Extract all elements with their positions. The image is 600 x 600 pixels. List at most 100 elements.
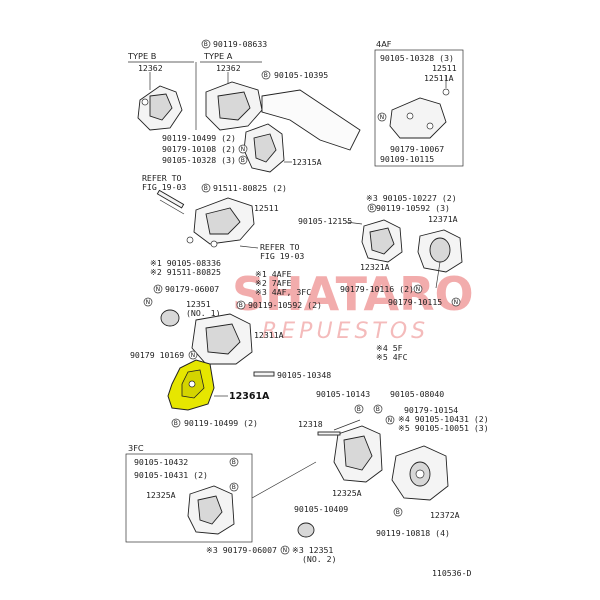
svg-text:B: B [370,205,374,212]
label-06007b: ※3 90179-06007 [206,545,277,555]
svg-text:(NO. 2): (NO. 2) [302,554,337,564]
svg-text:N: N [454,299,459,306]
notes-fc: ※4 5F ※5 4FC [376,343,408,362]
svg-text:N: N [283,547,288,554]
svg-text:90105-10409: 90105-10409 [294,504,348,514]
svg-text:90119-10499 (2): 90119-10499 (2) [184,418,258,428]
type-b-part: 12362 [138,63,163,73]
svg-text:※2 7AFE: ※2 7AFE [255,278,292,288]
type-a-part: 12362 [216,63,241,73]
svg-text:90105-10432: 90105-10432 [134,457,188,467]
svg-text:※3 90179-06007: ※3 90179-06007 [206,545,277,555]
svg-text:FIG 19-03: FIG 19-03 [142,182,186,192]
bracket-12511-illustration [186,197,255,248]
svg-text:91511-80825 (2): 91511-80825 (2) [213,183,287,193]
mount-type-b-illustration [137,72,183,131]
svg-text:B: B [174,420,178,427]
label-06007: N 90179-06007 [153,284,219,294]
part-12315a: 12315A [292,157,322,167]
label-10499b: B 90119-10499 (2) [171,418,258,428]
svg-text:B: B [204,185,208,192]
type-a-title: TYPE A [203,51,233,61]
svg-text:90105-08040: 90105-08040 [390,389,444,399]
label-312351: N ※3 12351 (NO. 2) [280,545,337,564]
svg-text:90105-12155: 90105-12155 [298,216,352,226]
svg-text:N: N [241,146,246,153]
watermark-text: SHATARO [232,267,474,321]
label-12155: 90105-12155 [298,216,363,226]
svg-text:12511: 12511 [432,63,457,73]
mount-type-a-illustration [205,72,361,151]
svg-text:90105-10328 (3): 90105-10328 (3) [162,155,236,165]
label-08040: 90105-08040 B [373,389,444,414]
label-80825: B 91511-80825 (2) [201,183,287,193]
svg-text:REFER TO: REFER TO [260,242,300,252]
svg-text:REFER TO: REFER TO [142,173,182,183]
svg-text:※1 90105-08336: ※1 90105-08336 [150,258,221,268]
svg-text:90105-10348: 90105-10348 [277,370,331,380]
label-10169: 90179 10169 N [130,350,198,360]
part-12318: 12318 [298,419,323,429]
label-10115: 90179-10115 N [388,297,461,307]
label-10328: 90105-10328 (3) B [162,155,248,165]
label-10116: 90179-10116 (2) N [340,284,423,294]
svg-text:※3 4AF, 3FC: ※3 4AF, 3FC [255,287,311,297]
svg-text:※3 12351: ※3 12351 [292,545,333,555]
svg-text:90119-10592 (2): 90119-10592 (2) [248,300,322,310]
bracket-12321a-illustration [361,219,403,263]
label-10348: 90105-10348 [253,370,331,380]
part-12372a: 12372A [430,510,460,520]
label-10431: ※4 90105-10431 (2) ※5 90105-10051 (3) [398,414,489,433]
diagram-number: 110536-D [432,568,472,578]
label-10818: B 90119-10818 (4) [376,507,450,538]
svg-text:※4 5F: ※4 5F [376,343,403,353]
svg-text:N: N [146,299,151,306]
svg-text:B: B [376,406,380,413]
label-top-b: B 90105-10395 [261,70,328,80]
svg-text:12325A: 12325A [146,490,176,500]
type-a-frame: TYPE A 12362 [200,51,262,73]
svg-text:90119-10592 (3): 90119-10592 (3) [376,203,450,213]
label-10143: 90105-10143 B [316,389,370,414]
mount-12371a-illustration [417,229,463,289]
part-12511: 12511 [254,203,279,213]
mount-12311a-illustration [191,313,253,365]
svg-text:B: B [264,72,268,79]
svg-text:4AF: 4AF [376,39,392,49]
svg-text:B: B [239,302,243,309]
svg-text:90179-10115: 90179-10115 [388,297,442,307]
label-top-a: B 90119-08633 [201,39,267,49]
svg-text:90109-10115: 90109-10115 [380,154,434,164]
svg-text:※1 4AFE: ※1 4AFE [255,269,292,279]
svg-text:N: N [191,352,196,359]
svg-text:N: N [156,286,161,293]
part-12371a: 12371A [428,214,458,224]
svg-text:90179-10108 (2): 90179-10108 (2) [162,144,236,154]
svg-text:※5 4FC: ※5 4FC [376,352,408,362]
refer-mid: REFER TO FIG 19-03 [239,242,304,261]
label-08336: ※1 90105-08336 ※2 91511-80825 [150,258,221,277]
refer-top: REFER TO FIG 19-03 [142,173,186,215]
svg-text:90105-10328 (3): 90105-10328 (3) [380,53,454,63]
highlighted-part-12361a[interactable] [167,359,215,411]
svg-text:12511A: 12511A [424,73,454,83]
svg-text:90179-06007: 90179-06007 [165,284,219,294]
svg-text:90119-10818 (4): 90119-10818 (4) [376,528,450,538]
svg-text:B: B [232,484,236,491]
part-12311a: 12311A [254,330,284,340]
svg-text:90179-10067: 90179-10067 [390,144,444,154]
frame-4af: 4AF 90105-10328 (3) 12511 12511A 90179-1… [374,39,464,167]
svg-text:※5 90105-10051 (3): ※5 90105-10051 (3) [398,423,489,433]
type-b-title: TYPE B [127,51,157,61]
part-12325a: 12325A [332,488,362,498]
part-12321a: 12321A [360,262,390,272]
svg-text:90119-08633: 90119-08633 [213,39,267,49]
svg-text:(NO. 1): (NO. 1) [186,308,221,318]
svg-text:B: B [232,459,236,466]
svg-text:90179-10116 (2): 90179-10116 (2) [340,284,414,294]
svg-text:3FC: 3FC [128,443,144,453]
label-10592b: B 90119-10592 (2) [236,300,322,310]
type-b-frame: TYPE B 12362 [127,51,197,130]
svg-text:90179-10154: 90179-10154 [404,405,458,415]
